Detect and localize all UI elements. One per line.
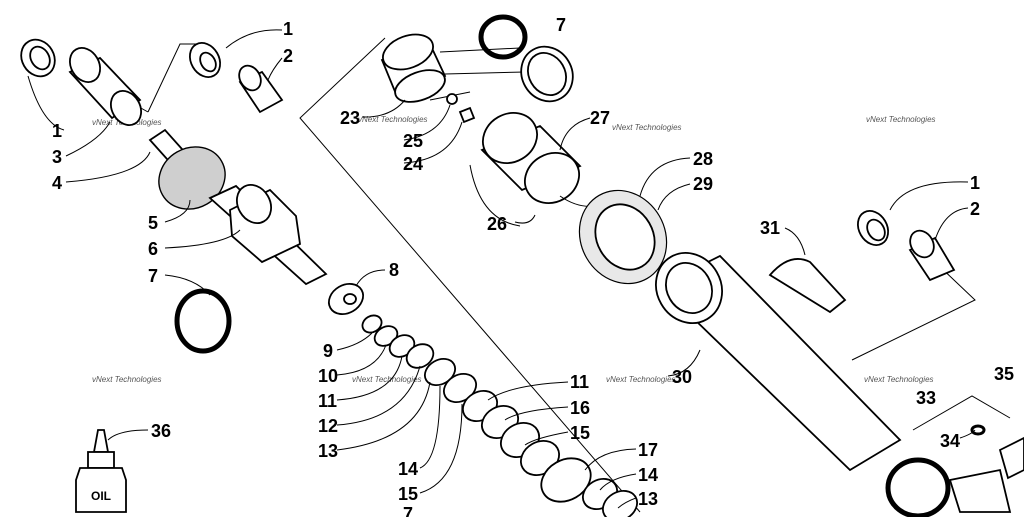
callout-6: 6 [148,239,158,259]
callout-36: 36 [151,421,171,441]
watermark: vNext Technologies [606,375,676,384]
callout-11: 11 [570,372,589,392]
callout-35: 35 [994,364,1014,384]
part-sleeve-3 [68,47,142,126]
callout-1: 1 [52,121,62,141]
callout-14: 14 [398,459,418,479]
callout-9: 9 [323,341,333,361]
part-clip-31 [768,258,847,314]
callout-34: 34 [940,431,960,451]
part-o-ring-7-left [174,288,232,354]
callout-24: 24 [403,154,423,174]
part-shaft-6 [208,184,328,286]
part-piston-27 [480,112,582,204]
guide-line [912,395,1011,431]
callout-26: 26 [487,214,507,234]
callout-3: 3 [52,147,62,167]
callout-13: 13 [318,441,338,461]
callout-1: 1 [970,173,980,193]
callout-23: 23 [340,108,360,128]
part-bushing-2-right [908,229,956,282]
guide-line [851,261,976,361]
callout-27: 27 [590,108,610,128]
watermark: vNext Technologies [92,375,162,384]
watermark: vNext Technologies [352,375,422,384]
callout-7: 7 [403,504,413,517]
guide-line [439,47,521,53]
part-o-ring-7-top [478,14,528,60]
callout-5: 5 [148,213,158,233]
valve-stack [328,283,638,517]
part-valve-24 [458,106,476,124]
watermark: vNext Technologies [358,115,428,124]
callout-30: 30 [672,367,692,387]
callout-7: 7 [148,266,158,286]
callout-13: 13 [638,489,658,509]
part-reservoir-cap-23 [380,33,447,103]
part-adjuster-35 [998,436,1024,480]
callout-10: 10 [318,366,338,386]
guide-line [444,71,526,75]
guide-lines [111,37,1011,513]
watermark: vNext Technologies [612,123,682,132]
callout-2: 2 [970,199,980,219]
callout-8: 8 [389,260,399,280]
guide-line [299,37,641,513]
leader-lines [27,29,976,509]
callout-14: 14 [638,465,658,485]
callout-11: 11 [318,391,337,411]
part-bushing-1-right [857,210,889,246]
oil-bottle-36: OIL [75,429,127,513]
part-bushing-2-top [238,64,284,114]
part-bumper-5 [158,146,226,210]
part-bushing-1-left [20,38,56,78]
callout-25: 25 [403,131,423,151]
callout-12: 12 [318,416,338,436]
part-eyelet-right [885,457,1012,517]
callout-33: 33 [916,388,936,408]
callout-4: 4 [52,173,62,193]
part-o-ring-34 [970,424,986,436]
callout-31: 31 [760,218,780,238]
callout-16: 16 [570,398,590,418]
callout-7: 7 [556,15,566,35]
part-seal-ring-7-top [520,45,574,103]
callout-29: 29 [693,174,713,194]
callout-15: 15 [398,484,418,504]
callout-28: 28 [693,149,713,169]
oil-label: OIL [91,489,111,503]
part-spring-nut-28-29 [578,189,668,285]
part-shock-body-30 [655,252,902,472]
callout-2: 2 [283,46,293,66]
part-o-ring-25 [446,93,458,105]
callout-15: 15 [570,423,590,443]
watermark: vNext Technologies [866,115,936,124]
part-bushing-1-top [189,42,221,78]
watermark: vNext Technologies [864,375,934,384]
callout-1: 1 [283,19,293,39]
callout-labels: 1 2 1 3 4 5 6 7 7 8 9 10 11 12 13 14 15 … [52,15,1014,517]
callout-17: 17 [638,440,658,460]
